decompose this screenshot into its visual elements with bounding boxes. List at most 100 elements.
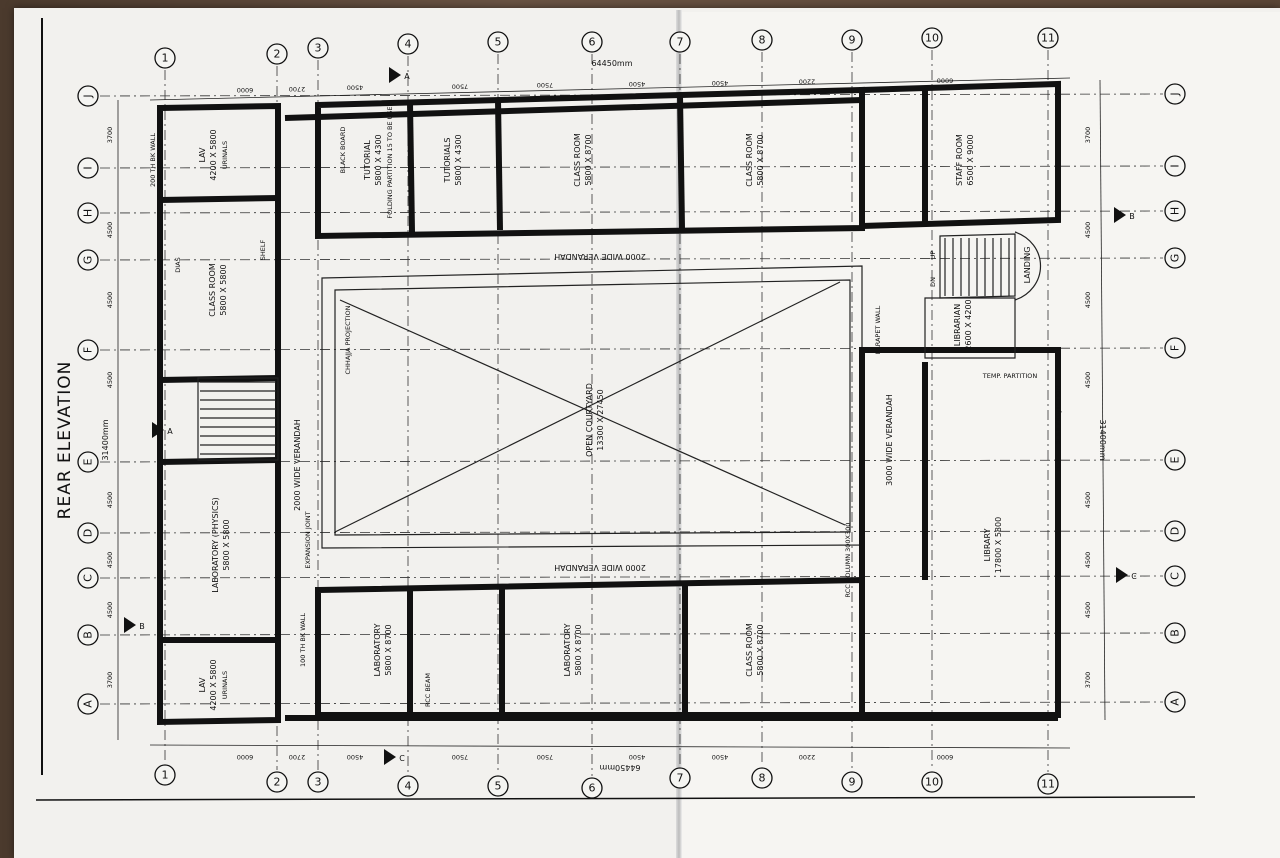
dim-right: 4500 [1084,292,1092,309]
stair-block [939,233,1016,299]
room-name: CLASS ROOM [208,263,217,317]
room-name: LABORATORY (PHYSICS) [211,497,220,593]
grid-bubble [1164,622,1186,644]
stair-treads [200,238,1010,455]
dim-top: 4500 [712,79,729,87]
dim-left: 4500 [106,222,114,239]
section-mark: B [139,622,145,631]
section-arrow [152,422,164,438]
grid-bubble [77,85,99,107]
grid-bubble-label: 5 [495,36,502,49]
verandah-label: 3000 WIDE VERANDAH [885,394,894,486]
dim-right: 4500 [1084,602,1092,619]
grid-bubble-label: 11 [1041,778,1055,791]
grid-bubble [397,775,419,797]
grid-bubble-label: E [1169,456,1182,463]
drawing-title: REAR ELEVATION [55,361,75,520]
grid-bubble [1164,691,1186,713]
dim-bottom: 6000 [237,753,254,761]
section-arrow [384,749,396,765]
left-stair [197,377,279,461]
landing-curve [1014,231,1042,301]
grid-bubble [397,33,419,55]
plan-note: UP [929,251,937,260]
overall-height-left: 31400mm [101,419,110,460]
section-arrow [1116,567,1128,583]
room-size: 5800 X 8700 [756,134,765,185]
dimension-lines [117,77,1106,749]
grid-bubble-label: D [1169,527,1182,535]
room-size: 17800 X 5800 [994,517,1003,573]
grid-bubble-label: I [1169,164,1182,167]
walls [157,80,1061,726]
section-mark: A [404,72,410,81]
dim-bottom: 6000 [937,753,954,761]
grid-bubble-label: 6 [589,36,596,49]
dim-left: 4500 [106,492,114,509]
grid-bubble [1164,337,1186,359]
grid-bubble [77,202,99,224]
grid-lines [99,50,1164,776]
dim-bottom: 2700 [289,753,306,761]
dim-bottom: 7500 [537,753,554,761]
grid-bubble [77,624,99,646]
grid-bubble [751,767,773,789]
verandah-label: 2000 WIDE VERANDAH [554,252,646,261]
grid-bubble [669,767,691,789]
plan-note: TEMP. PARTITION [982,372,1038,380]
courtyard-diagonals [334,281,846,533]
grid-bubble [266,43,288,65]
plan-note: PARAPET WALL [874,305,882,354]
room-size: 4200 X 5800 [209,659,218,710]
plan-note: 200 TH BK WALL [149,133,157,187]
grid-bubble-label: 7 [677,36,684,49]
plan-note: 100 TH BK WALL [299,613,307,667]
dim-top: 2200 [799,78,816,86]
dim-left: 4500 [106,292,114,309]
grid-bubble-label: 4 [405,38,412,51]
grid-bubble [581,31,603,53]
grid-bubble-label: H [82,209,95,217]
grid-bubble [1164,449,1186,471]
room-size: 5800 X 4300 [374,134,383,185]
room-name: LAV [198,677,207,693]
room-size: 5800 X 8700 [384,624,393,675]
grid-bubble [307,771,329,793]
dim-right: 4500 [1084,372,1092,389]
dim-left: 3700 [106,127,114,144]
plan-note: RCC BEAM [424,673,432,707]
grid-bubble [266,771,288,793]
plan-note: EXPANSION JOINT [304,511,312,568]
grid-bubble-label: B [82,631,95,639]
grid-bubble-label: 9 [849,776,856,789]
room-size: 5800 X 5800 [222,519,231,570]
room-name: STAFF ROOM [955,134,964,186]
dim-bottom: 4500 [712,753,729,761]
grid-bubble [841,29,863,51]
room-name: LANDING [1023,247,1032,284]
dim-top: 4500 [629,80,646,88]
plan-note: BLACK BOARD [339,127,347,174]
grid-bubble-label: 3 [315,776,322,789]
grid-bubble [77,339,99,361]
room-size: 4200 X 5800 [209,129,218,180]
grid-bubble-label: 1 [162,769,169,782]
grid-bubble [1164,565,1186,587]
grid-bubble [77,522,99,544]
grid-bubble-label: J [1169,92,1182,96]
room-name: LIBRARIAN [953,304,962,346]
dim-bottom: 4500 [629,753,646,761]
room-name: OPEN COURTYARD [585,383,594,457]
grid-bubble-label: F [82,347,95,353]
room-note: URINALS [221,141,229,169]
plan-note: SHELF [259,240,267,261]
overall-height-right: 31400mm [1098,419,1107,460]
grid-bubble [1164,520,1186,542]
dim-top: 7500 [537,81,554,89]
room-name: CLASS ROOM [573,133,582,187]
room-name: LIBRARY [983,528,992,561]
staff-room-wall [859,80,1061,230]
courtyard-outline [334,279,851,536]
grid-bubble-label: E [82,458,95,465]
